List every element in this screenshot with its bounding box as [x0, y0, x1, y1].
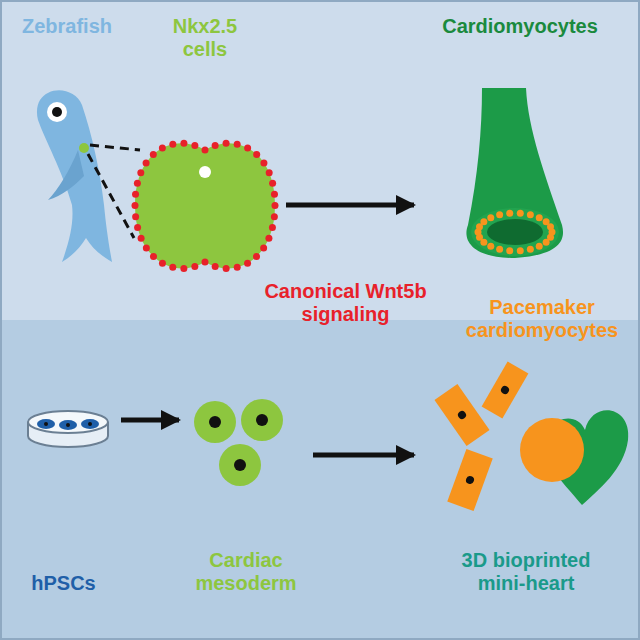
flow-arrow: [121, 418, 179, 423]
signal-label: Canonical Wnt5b signaling: [258, 280, 433, 326]
flow-arrow: [286, 203, 414, 208]
node-heading: Zebrafish: [22, 15, 112, 38]
mesoderm-cells: [194, 399, 283, 486]
node-heading: Cardiomyocytes: [442, 15, 598, 38]
top-panel: [0, 0, 640, 320]
organism-box: Zebrafish: [12, 15, 122, 270]
cell-label: Pacemaker cardiomyocytes: [452, 296, 632, 342]
culture-dish: [28, 411, 108, 447]
mini-heart: [520, 410, 628, 505]
node-heading: Nkx2.5 cells: [155, 15, 255, 61]
node-heading: hPSCs: [31, 572, 95, 595]
bottom-panel: [0, 320, 640, 640]
node-heading: 3D bioprinted mini-heart: [446, 549, 606, 595]
node-heading: Cardiac mesoderm: [187, 549, 305, 595]
heart-tube: [466, 88, 563, 258]
flow-arrow: [313, 453, 414, 458]
tissue-box: 3D bioprinted mini-heart: [420, 370, 632, 595]
zebrafish: [37, 90, 140, 262]
cell-box: Cardiomyocytes: [420, 15, 620, 265]
cell-disk: [132, 140, 279, 272]
cell-box: Cardiac mesoderm: [185, 385, 307, 595]
pacemaker-cells: [434, 361, 528, 511]
cell-box: Nkx2.5 cells: [130, 15, 280, 290]
cell-box: hPSCs: [12, 385, 115, 595]
